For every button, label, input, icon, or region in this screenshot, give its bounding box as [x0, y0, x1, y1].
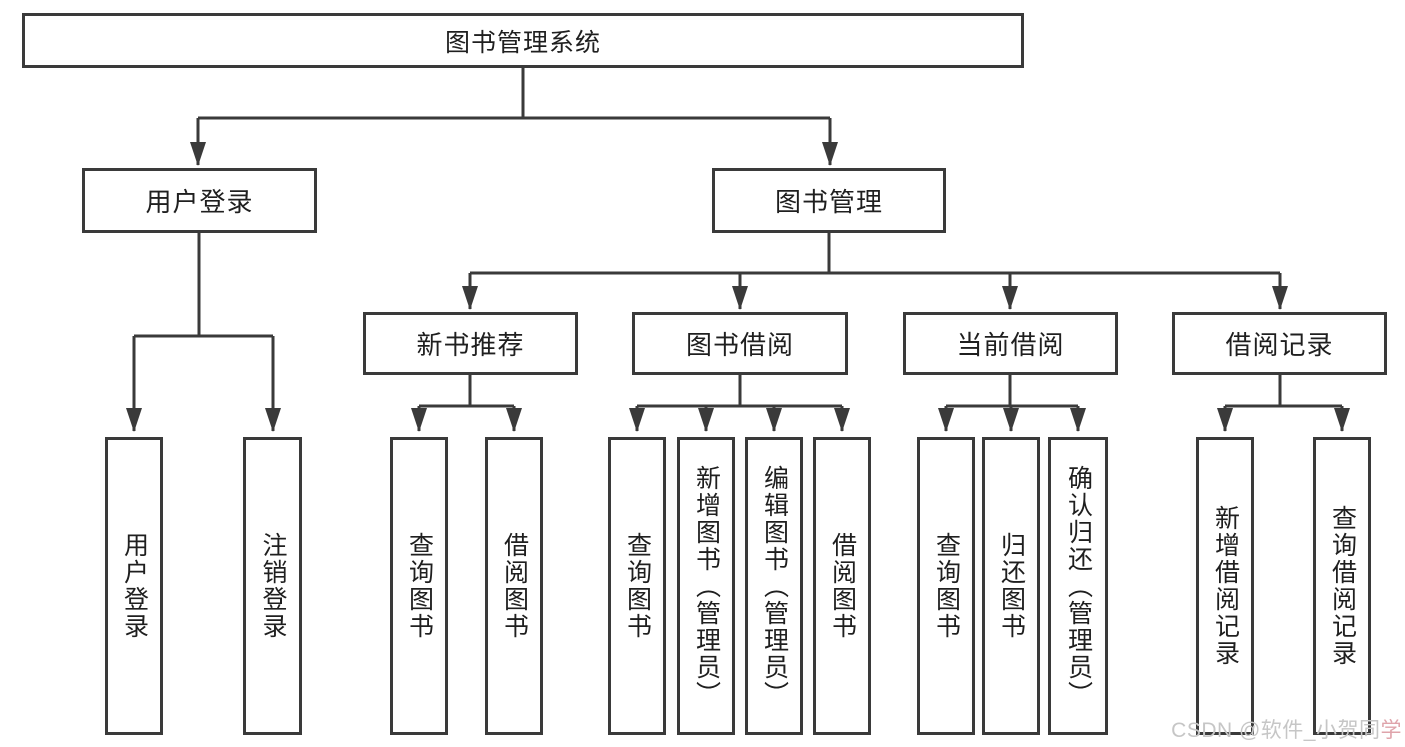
- node-borrowing-query-books-label: 查询图书: [623, 532, 652, 640]
- node-book-management-label: 图书管理: [774, 187, 883, 217]
- node-borrowing-edit-books-label: 编辑图书（管理员）: [760, 464, 789, 708]
- csdn-watermark: CSDN @软件_小贺同学: [1171, 714, 1402, 744]
- csdn-watermark-accent: 学: [1380, 719, 1402, 742]
- node-recommend-borrow-books-label: 借阅图书: [500, 532, 529, 640]
- node-records-add-record-label: 新增借阅记录: [1211, 505, 1240, 667]
- node-current-confirm-return: 确认归还（管理员）: [1048, 437, 1108, 735]
- node-new-book-recommend-label: 新书推荐: [416, 330, 525, 360]
- node-recommend-query-books-label: 查询图书: [405, 532, 434, 640]
- node-book-borrowing: 图书借阅: [632, 312, 848, 375]
- node-leaf-user-login-label: 用户登录: [120, 532, 149, 640]
- node-records-add-record: 新增借阅记录: [1196, 437, 1254, 735]
- node-user-login: 用户登录: [82, 168, 317, 233]
- node-borrowing-edit-books: 编辑图书（管理员）: [745, 437, 803, 735]
- node-new-book-recommend: 新书推荐: [363, 312, 578, 375]
- node-borrowing-borrow-books-label: 借阅图书: [828, 532, 857, 640]
- node-borrowing-add-books: 新增图书（管理员）: [677, 437, 735, 735]
- node-borrowing-query-books: 查询图书: [608, 437, 666, 735]
- node-records-query-record: 查询借阅记录: [1313, 437, 1371, 735]
- node-current-confirm-return-label: 确认归还（管理员）: [1064, 464, 1093, 708]
- node-current-return-books: 归还图书: [982, 437, 1040, 735]
- node-borrowing-records: 借阅记录: [1172, 312, 1387, 375]
- node-book-borrowing-label: 图书借阅: [685, 330, 794, 360]
- node-current-borrowing-label: 当前借阅: [956, 330, 1065, 360]
- node-recommend-query-books: 查询图书: [390, 437, 448, 735]
- node-root: 图书管理系统: [22, 13, 1024, 68]
- node-borrowing-add-books-label: 新增图书（管理员）: [692, 464, 721, 708]
- node-current-return-books-label: 归还图书: [997, 532, 1026, 640]
- node-user-login-label: 用户登录: [145, 187, 254, 217]
- node-leaf-user-login: 用户登录: [105, 437, 163, 735]
- node-root-label: 图书管理系统: [444, 28, 601, 57]
- node-current-borrowing: 当前借阅: [903, 312, 1118, 375]
- node-recommend-borrow-books: 借阅图书: [485, 437, 543, 735]
- node-borrowing-borrow-books: 借阅图书: [813, 437, 871, 735]
- node-book-management: 图书管理: [712, 168, 946, 233]
- node-records-query-record-label: 查询借阅记录: [1328, 505, 1357, 667]
- csdn-watermark-main: CSDN @软件_小贺同: [1171, 719, 1381, 742]
- node-leaf-logout-label: 注销登录: [259, 532, 287, 640]
- node-current-query-books-label: 查询图书: [932, 532, 961, 640]
- node-leaf-logout: 注销登录: [243, 437, 302, 735]
- node-borrowing-records-label: 借阅记录: [1225, 330, 1334, 360]
- node-current-query-books: 查询图书: [917, 437, 975, 735]
